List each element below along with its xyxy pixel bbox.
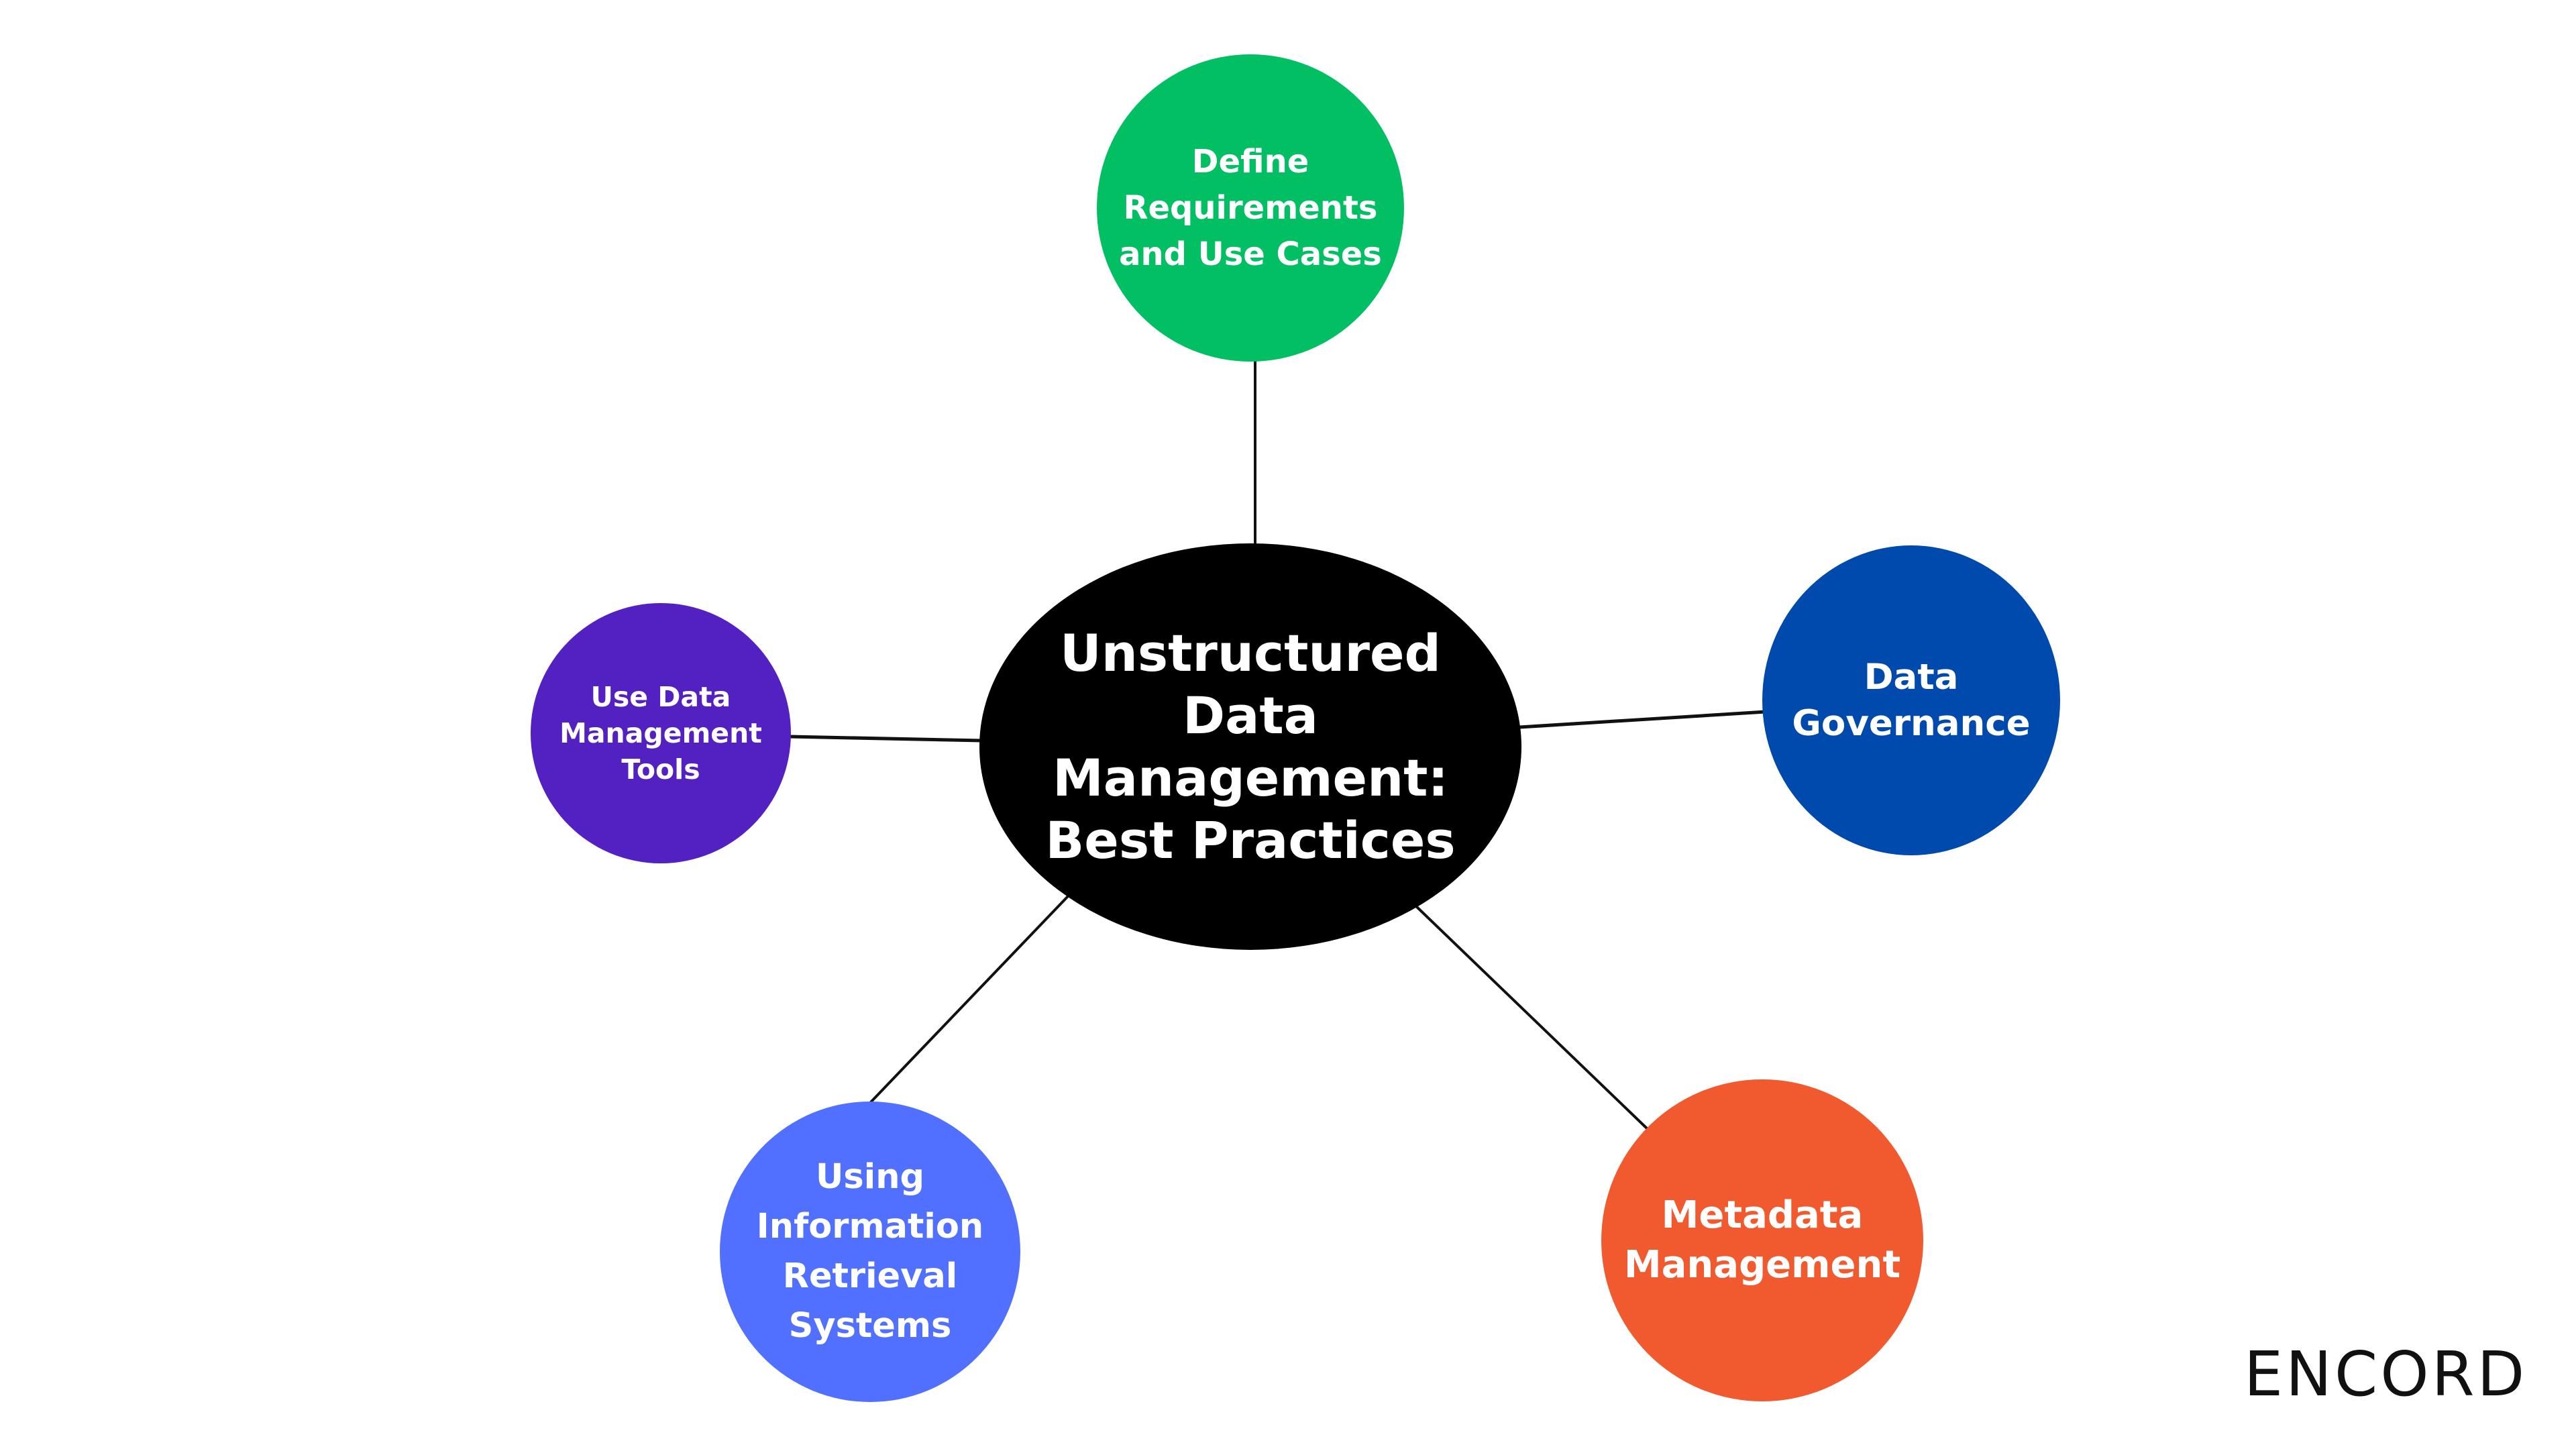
node-label: Metadata Management: [1623, 1193, 1901, 1287]
node-label: Use Data Management Tools: [559, 681, 762, 786]
center-label: Unstructured Data Management: Best Pract…: [1045, 623, 1456, 870]
connector-governance: [1519, 710, 1766, 729]
node-data-governance: Data Governance: [1762, 545, 2060, 855]
connector-retrieval: [869, 895, 1069, 1104]
node-define-requirements: Define Requirements and Use Cases: [1097, 54, 1404, 362]
encord-logo: ENCORD: [2244, 1338, 2528, 1410]
connector-tools: [789, 735, 983, 743]
node-metadata-management: Metadata Management: [1601, 1079, 1923, 1401]
node-label: Using Information Retrieval Systems: [756, 1157, 984, 1346]
node-label: Define Requirements and Use Cases: [1119, 142, 1382, 273]
node-data-management-tools: Use Data Management Tools: [531, 603, 791, 863]
node-information-retrieval: Using Information Retrieval Systems: [720, 1102, 1020, 1402]
center-node: Unstructured Data Management: Best Pract…: [979, 543, 1521, 950]
connector-metadata: [1414, 904, 1650, 1131]
node-label: Data Governance: [1792, 657, 2031, 744]
